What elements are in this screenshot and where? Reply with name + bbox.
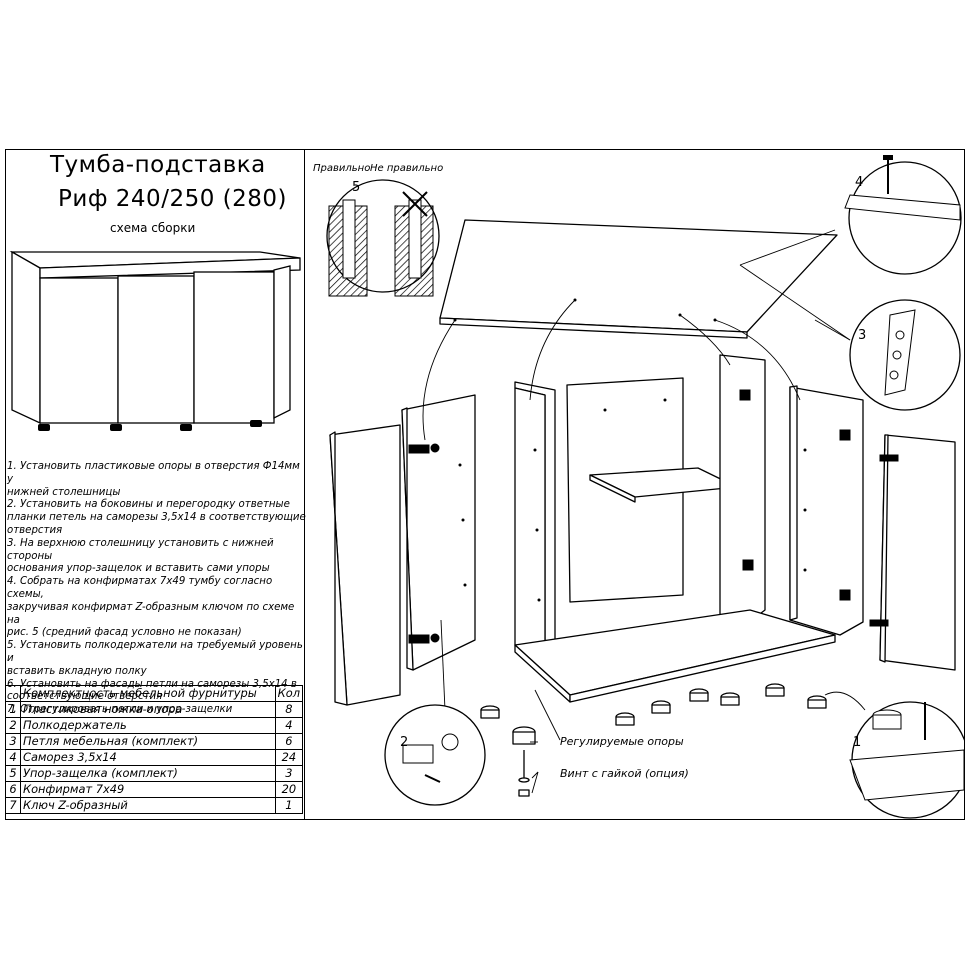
step-line: планки петель на саморезы 3,5х14 в соотв… [7,512,306,524]
title-line-1: Тумба-подставка [50,152,266,178]
left-middle-door [401,394,476,671]
assembly-steps: 1. Установить пластиковые опоры в отверс… [7,461,307,717]
hinge-icons [408,389,899,644]
title-line-2: Риф 240/250 (280) [58,186,287,212]
plastic-feet [480,683,827,726]
exploded-assembly-diagram [326,155,964,819]
table-header-name: Комплектность мебельной фурнитуры [20,685,276,702]
hole-markers [453,298,807,602]
frame-right [964,149,965,820]
detail-3-hinge [849,299,961,411]
left-side-panel [514,381,556,656]
frame-top [5,149,965,150]
callout-number-3: 3 [858,328,867,343]
step-line: нижней столешницы [7,486,121,498]
bottom-board [514,609,836,703]
callout-number-4: 4 [855,175,864,190]
table-row: 5 Упор-защелка (комплект) 3 [5,765,304,782]
label-screw-with-nut: Винт с гайкой (опция) [560,767,689,780]
label-correct: Правильно [313,163,371,174]
step-line: рис. 5 (средний фасад условно не показан… [7,627,242,639]
left-door [329,424,401,706]
callout-number-5: 5 [352,180,361,195]
detail-4-latch [844,155,962,275]
frame-bottom [5,819,965,820]
callout-number-2: 2 [400,735,409,750]
step-line: закручивая конфирмат Z-образным ключом п… [7,601,295,626]
detail-1-foot [849,701,964,819]
step-line: 4. Собрать на конфирматах 7х49 тумбу сог… [7,576,273,600]
table-row: 4 Саморез 3,5х14 24 [5,749,304,766]
step-line: 5. Установить полкодержатели на требуемы… [7,640,303,664]
frame-divider [304,149,305,820]
detail-2-hinge [384,704,486,806]
hardware-parts-table: Комплектность мебельной фурнитуры Кол 1 … [5,685,304,814]
right-door [879,434,956,671]
table-row: 1 Пластиковая ножка-опора 8 [5,701,304,718]
table-row: 3 Петля мебельная (комплект) 6 [5,733,304,750]
label-adjustable-feet: Регулируемые опоры [560,735,684,748]
label-incorrect: Не правильно [370,163,444,174]
step-line: 2. Установить на боковины и перегородку … [7,499,290,511]
table-row: 6 Конфирмат 7х49 20 [5,781,304,798]
right-side-panel [789,385,864,636]
step-line: основания упор-защелок и вставить сами у… [7,563,270,575]
leader-lines [422,229,866,794]
top-board [439,219,838,339]
table-header-row: Комплектность мебельной фурнитуры Кол [5,685,304,702]
step-line: вставить вкладную полку [7,665,147,677]
step-line: 3. На верхнюю столешницу установить с ни… [7,537,274,562]
adjustable-foot [512,726,536,797]
step-line: отверстия [7,524,63,536]
callout-number-1: 1 [853,735,862,750]
detail-5-confirmat [326,179,440,297]
step-line: 1. Установить пластиковые опоры в отверс… [7,461,300,485]
frame-left [5,149,6,820]
table-row: 2 Полкодержатель 4 [5,717,304,734]
step-line: 6. Установить на фасады петли на саморез… [7,678,297,690]
table-row: 7 Ключ Z-образный 1 [5,797,304,814]
subtitle: схема сборки [110,221,196,235]
table-header-qty: Кол [274,685,304,702]
cabinet-preview-illustration [9,250,301,431]
